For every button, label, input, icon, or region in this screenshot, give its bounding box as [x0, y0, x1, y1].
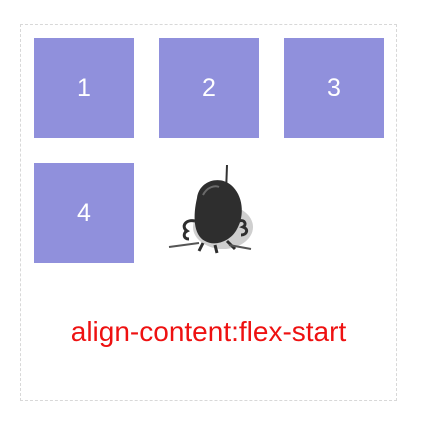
flex-item-4: 4: [34, 163, 134, 263]
flex-item-1: 1: [34, 38, 134, 138]
rocket-mascot-icon: [168, 164, 253, 254]
flex-item-label: 1: [77, 73, 91, 102]
flex-item-3: 3: [284, 38, 384, 138]
flex-items-area: 1 2 3 4: [34, 38, 384, 264]
flex-item-2: 2: [159, 38, 259, 138]
flex-demo-container: 1 2 3 4 align-cont: [20, 24, 397, 401]
flex-item-label: 3: [327, 73, 341, 102]
flex-item-label: 4: [77, 198, 91, 227]
demo-caption: align-content:flex-start: [70, 316, 347, 347]
flex-item-label: 2: [202, 73, 216, 102]
